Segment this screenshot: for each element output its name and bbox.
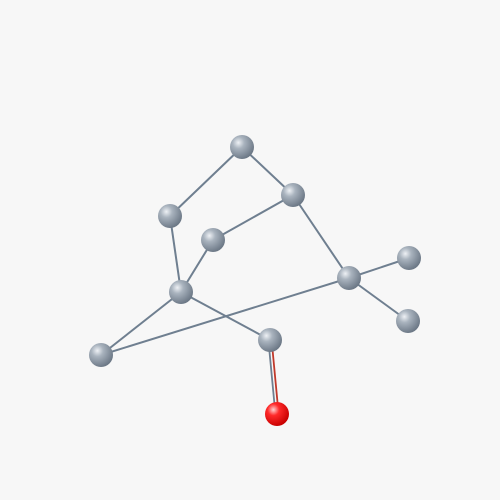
- carbon-atom-c2[interactable]: [281, 183, 305, 207]
- double-bond-c8-o1-line-2: [270, 339, 280, 414]
- carbon-atom-c5[interactable]: [169, 280, 193, 304]
- carbon-atom-c8[interactable]: [258, 328, 282, 352]
- carbon-atom-c10[interactable]: [396, 309, 420, 333]
- bond-c2-c4: [212, 194, 294, 241]
- carbon-atom-c3[interactable]: [158, 204, 182, 228]
- carbon-atom-c9[interactable]: [397, 246, 421, 270]
- bond-c1-c3: [169, 146, 243, 217]
- double-bond-c8-o1-line-1: [267, 340, 277, 415]
- carbon-atom-c6[interactable]: [337, 266, 361, 290]
- bond-c3-c5: [169, 215, 182, 293]
- atoms-layer: [89, 135, 421, 426]
- carbon-atom-c1[interactable]: [230, 135, 254, 159]
- oxygen-atom-o1[interactable]: [265, 402, 289, 426]
- carbon-atom-c7[interactable]: [89, 343, 113, 367]
- carbon-atom-c4[interactable]: [201, 228, 225, 252]
- bond-c6-c10: [348, 277, 409, 322]
- bond-c2-c6: [292, 194, 350, 279]
- bond-c7-c6: [100, 277, 350, 356]
- bond-c5-c7: [100, 291, 182, 356]
- bonds-layer: [100, 146, 410, 415]
